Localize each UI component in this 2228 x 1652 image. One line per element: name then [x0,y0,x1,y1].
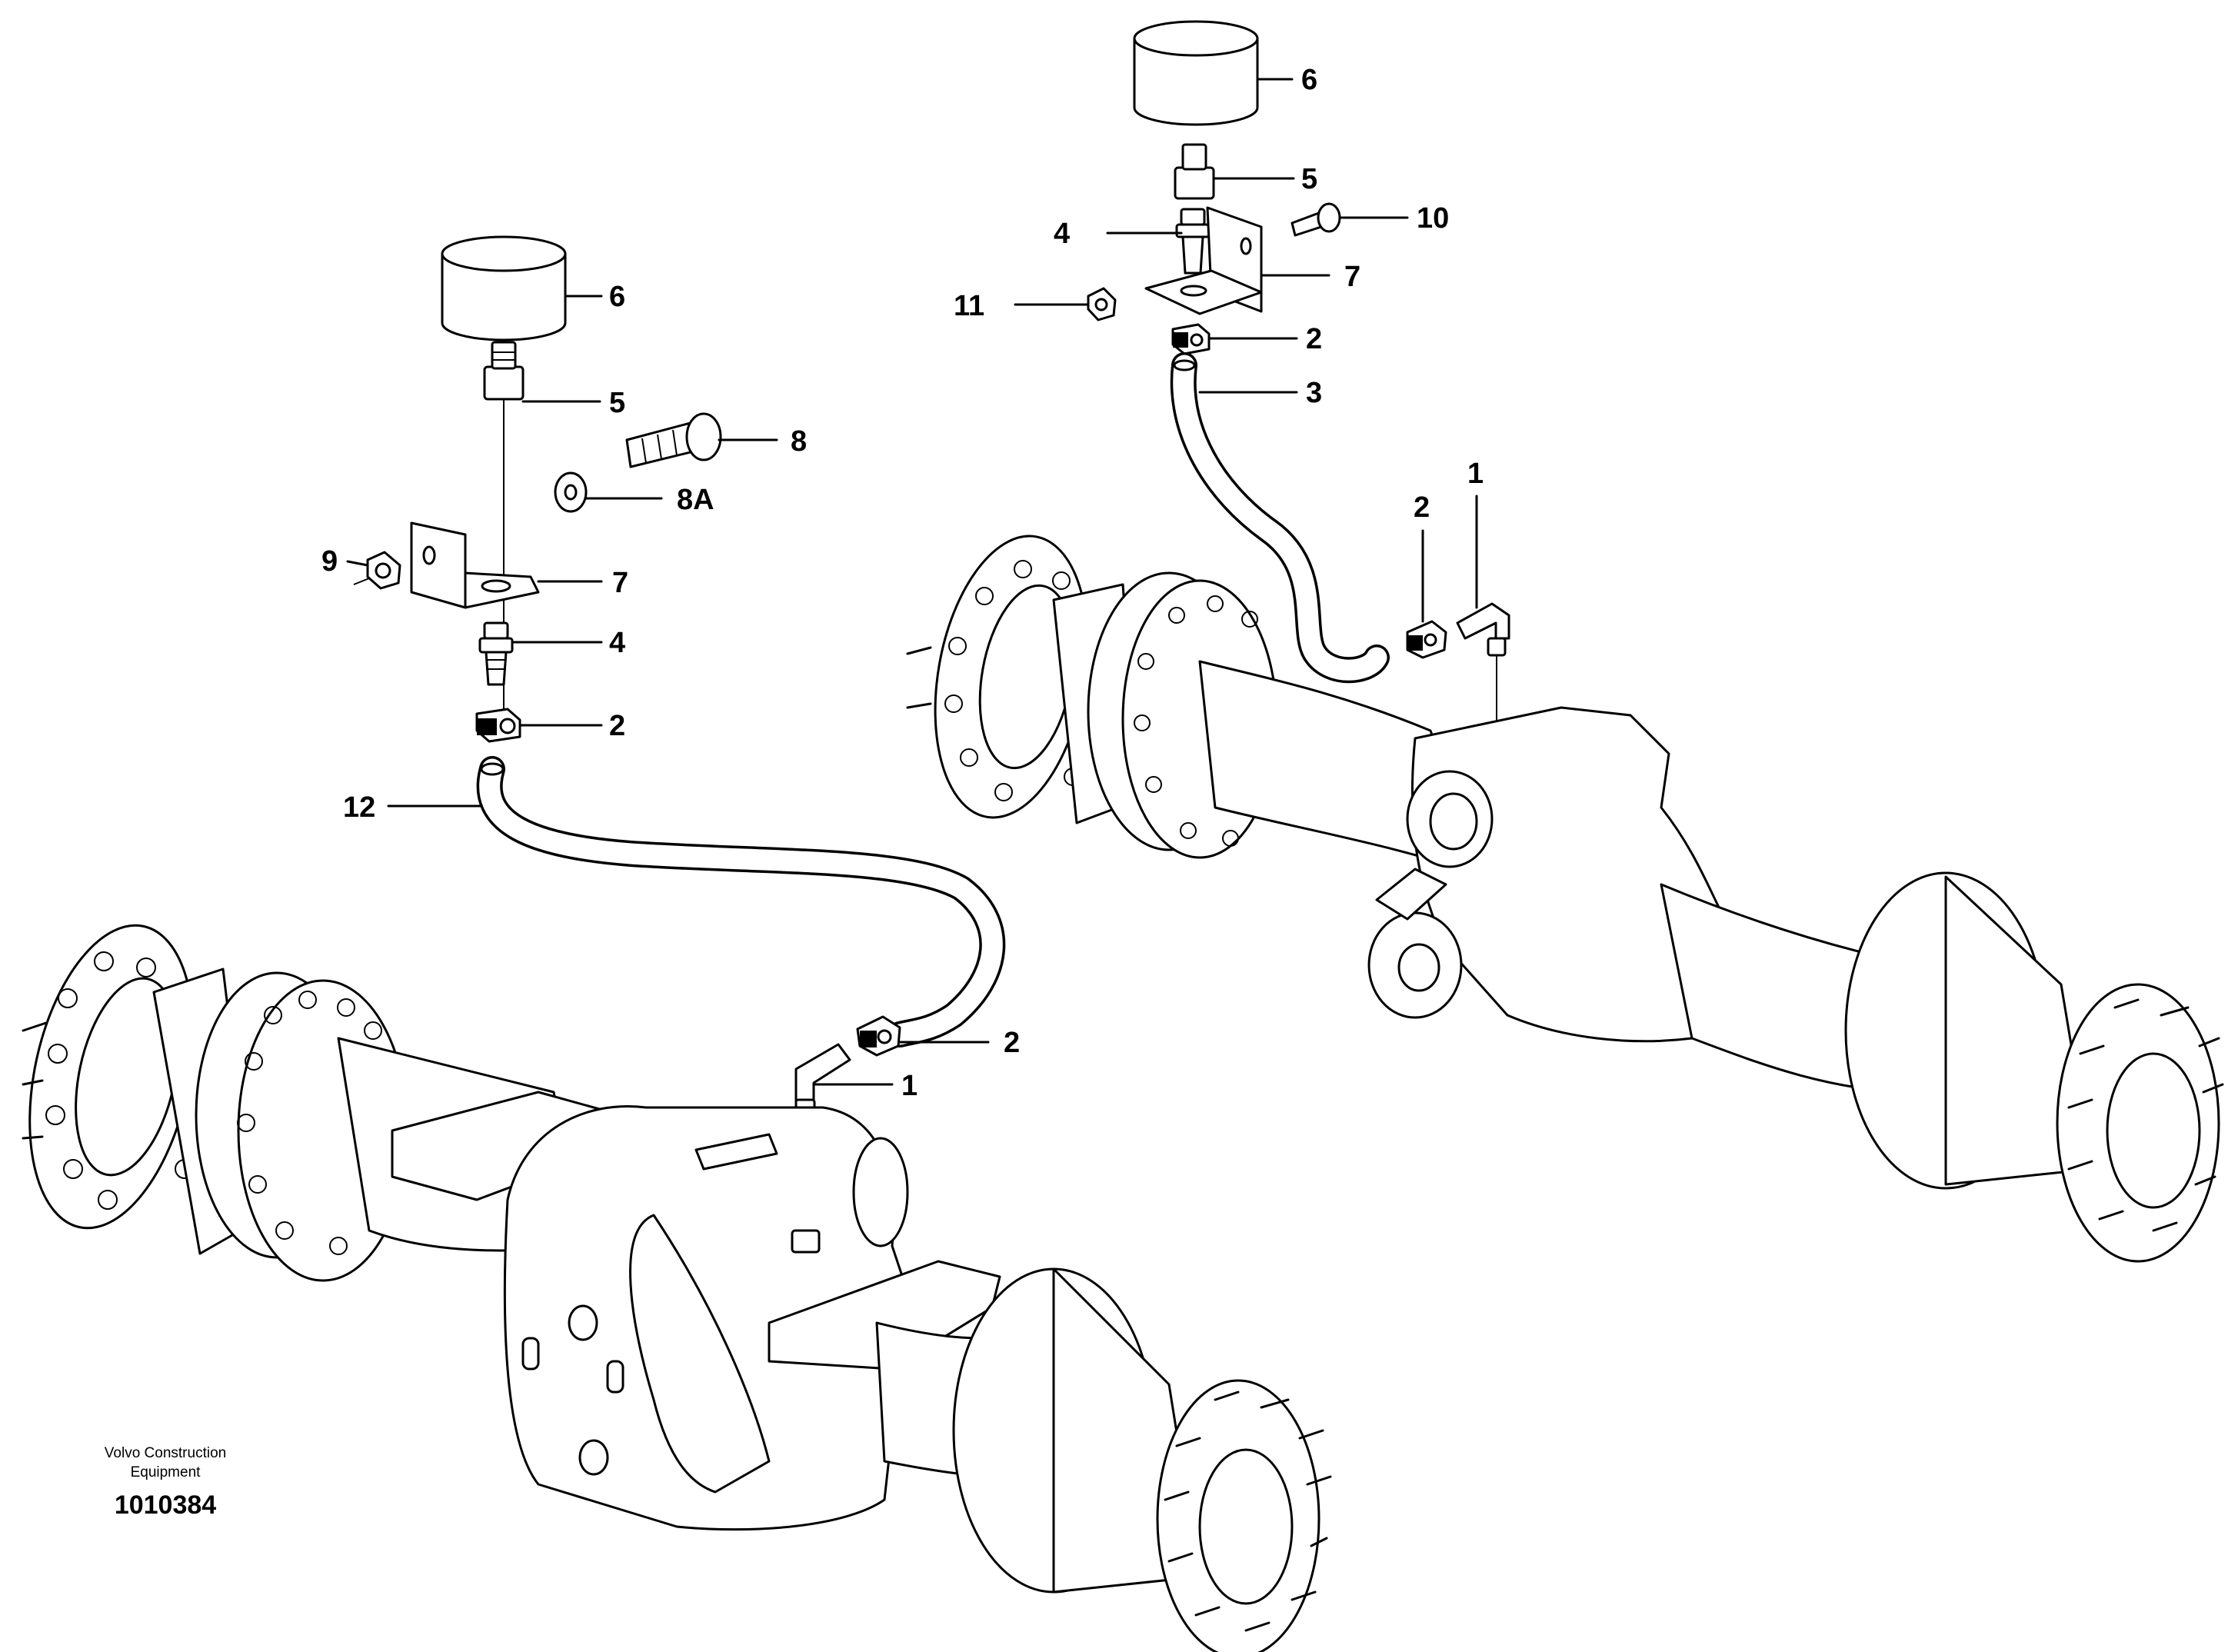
callout-8-left: 8 [791,425,807,458]
callout-2-right-top: 2 [1306,323,1322,355]
bracket-left [410,521,540,609]
breather-filter-right [1133,20,1259,126]
clamp-right-bottom [1406,620,1447,659]
clamp-right-top [1171,323,1211,355]
elbow-fitting-right [1456,602,1510,723]
callout-2-left-bottom: 2 [1004,1027,1020,1059]
breather-filter-left [441,235,567,341]
callout-12-left: 12 [343,791,375,824]
left-axle [22,924,1332,1652]
document-number: 1010384 [115,1490,216,1520]
callouts-right: 6 5 10 4 7 11 2 3 2 1 [954,64,1484,524]
callout-9-left: 9 [321,545,338,578]
washer-left [554,471,588,513]
callout-7-right: 7 [1344,261,1360,293]
clamp-left-bottom [856,1015,901,1057]
hose-left [476,756,1006,1047]
credit-block: Volvo Construction Equipment 1010384 [105,1445,226,1520]
callout-6-left: 6 [609,281,625,313]
nut-left [353,551,401,590]
callout-2-left-top: 2 [609,710,625,742]
right-breather-assembly [1087,20,1510,723]
fitting-right [1175,208,1211,275]
clamp-left-top [475,708,521,743]
callout-11-right: 11 [954,290,984,322]
right-axle [906,535,2224,1263]
callout-3-right: 3 [1306,377,1322,409]
bolt-right [1291,202,1341,237]
nut-right [1087,287,1117,321]
callout-7-left: 7 [612,567,628,599]
adapter-right [1174,143,1215,200]
hose-right [1170,352,1390,684]
callout-10-right: 10 [1417,202,1449,235]
credit-line-2: Equipment [131,1464,201,1480]
credit-line-1: Volvo Construction [105,1445,226,1461]
callouts-left: 6 5 8 8A 9 7 4 2 12 2 1 [321,281,1020,1102]
callout-1-left: 1 [901,1070,918,1102]
adapter-left [483,341,525,401]
callout-8a-left: 8A [677,484,714,516]
callout-4-left: 4 [609,627,625,659]
callout-6-right: 6 [1301,64,1317,96]
callout-2-right-bottom: 2 [1414,491,1430,524]
left-breather-assembly [353,235,1006,1246]
callout-5-right: 5 [1301,163,1317,195]
bracket-right [1144,206,1263,315]
callout-1-right: 1 [1467,458,1484,490]
leader-lines [346,78,1478,1086]
fitting-left [478,621,514,686]
callout-5-left: 5 [609,387,625,419]
bolt-left [625,412,722,468]
callout-4-right: 4 [1054,218,1070,250]
